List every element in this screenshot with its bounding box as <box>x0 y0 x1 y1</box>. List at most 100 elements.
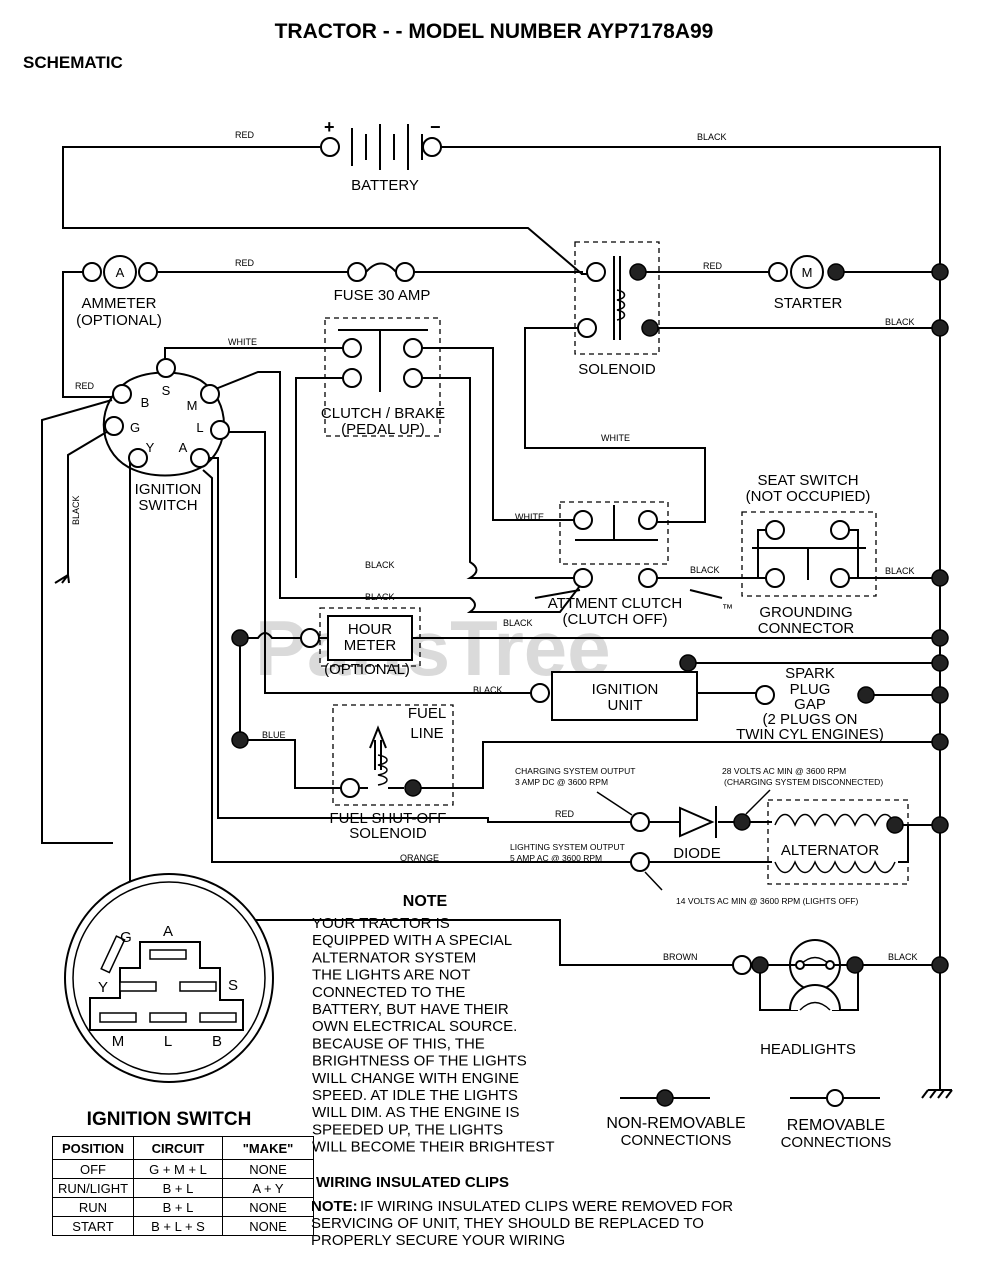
attment-clutch-off-label: (CLUTCH OFF) <box>563 611 668 628</box>
grounding-connector-label: GROUNDING <box>759 604 852 621</box>
battery-positive-label: + <box>324 117 335 137</box>
note-line: EQUIPPED WITH A SPECIAL <box>312 932 512 949</box>
wire-label-blue: BLUE <box>262 730 286 740</box>
page-subtitle: SCHEMATIC <box>23 53 123 72</box>
table-row: START B + L + S NONE <box>52 1216 314 1236</box>
ammeter-label: AMMETER <box>82 295 157 312</box>
legend-removable-label: REMOVABLE <box>787 1117 885 1134</box>
table-cell: NONE <box>222 1159 314 1179</box>
note-line: THE LIGHTS ARE NOT <box>312 967 470 984</box>
table-cell: B + L <box>133 1197 223 1217</box>
ign-face-m: M <box>112 1033 125 1050</box>
clutch-brake-switch: CLUTCH / BRAKE (PEDAL UP) <box>321 317 445 438</box>
table-cell: OFF <box>52 1159 134 1179</box>
table-cell: B + L + S <box>133 1216 223 1236</box>
volts28-note: (CHARGING SYSTEM DISCONNECTED) <box>724 777 883 787</box>
ignition-switch-title: IGNITION SWITCH <box>87 1109 252 1130</box>
table-row: OFF G + M + L NONE <box>52 1159 314 1179</box>
wire-label-black-headlights: BLACK <box>888 952 918 962</box>
diode: DIODE <box>630 806 751 862</box>
note-line: WILL DIM. AS THE ENGINE IS <box>312 1104 520 1121</box>
ignition-unit-label: IGNITION <box>592 681 659 698</box>
wire-label-white-s: WHITE <box>228 337 257 347</box>
note-line: BATTERY, BUT HAVE THEIR <box>312 1001 509 1018</box>
wire-label-red-starter: RED <box>703 261 723 271</box>
table-header-make: "MAKE" <box>222 1136 314 1160</box>
hour-meter-label-2: METER <box>344 637 397 654</box>
clips-note-label: NOTE: <box>311 1198 358 1215</box>
battery-label: BATTERY <box>351 177 419 194</box>
note-line: ALTERNATOR SYSTEM <box>312 949 476 966</box>
ignition-unit: IGNITION UNIT <box>530 671 698 721</box>
fuel-solenoid-label: FUEL SHUT-OFF <box>330 810 447 827</box>
wire-label-white-clutch: WHITE <box>515 512 544 522</box>
table-row: RUN B + L NONE <box>52 1197 314 1217</box>
battery-negative-label: − <box>430 117 441 137</box>
wire-label-white-solenoid: WHITE <box>601 433 630 443</box>
table-cell: NONE <box>222 1216 314 1236</box>
ign-face-l: L <box>164 1033 172 1050</box>
table-cell: NONE <box>222 1197 314 1217</box>
wire-label-black: BLACK <box>697 132 727 142</box>
table-cell: RUN/LIGHT <box>52 1178 134 1198</box>
wire-label-black-seat: BLACK <box>690 565 720 575</box>
terminal-l: L <box>196 420 203 435</box>
ign-face-a: A <box>163 923 173 940</box>
ignition-switch-face: A G Y S M L B <box>64 873 274 1083</box>
volts14-label: 14 VOLTS AC MIN @ 3600 RPM (LIGHTS OFF) <box>676 896 858 906</box>
ign-face-g: G <box>120 929 132 946</box>
legend: NON-REMOVABLE CONNECTIONS REMOVABLE CONN… <box>606 1089 892 1151</box>
table-cell: A + Y <box>222 1178 314 1198</box>
note-line: OWN ELECTRICAL SOURCE. <box>312 1018 517 1035</box>
headlights-label: HEADLIGHTS <box>760 1041 856 1058</box>
note-line: YOUR TRACTOR IS <box>312 915 450 932</box>
wire-label-black-attment: BLACK <box>503 618 533 628</box>
wire-label-orange: ORANGE <box>400 853 439 863</box>
wire-label-red-diode: RED <box>555 809 575 819</box>
starter-motor: M STARTER <box>768 255 845 312</box>
note-line: CONNECTED TO THE <box>312 984 465 1001</box>
note-line: SPEED. AT IDLE THE LIGHTS <box>312 1087 518 1104</box>
wire-label-black-clutch: BLACK <box>365 560 395 570</box>
note-line: SPEEDED UP, THE LIGHTS <box>312 1121 503 1138</box>
ignition-switch-label: IGNITION <box>135 481 202 498</box>
seat-switch-state-label: (NOT OCCUPIED) <box>746 488 871 505</box>
terminal-y: Y <box>146 440 155 455</box>
watermark-tm: ™ <box>722 603 733 615</box>
diode-label: DIODE <box>673 845 721 862</box>
clutch-brake-pedal-label: (PEDAL UP) <box>341 421 425 438</box>
clips-heading: WIRING INSULATED CLIPS <box>316 1174 509 1191</box>
legend-non-removable-dot <box>656 1089 674 1107</box>
note-line: BECAUSE OF THIS, THE <box>312 1035 485 1052</box>
wire-label-black-solenoid: BLACK <box>885 317 915 327</box>
table-cell: START <box>52 1216 134 1236</box>
lighting-output-connector <box>630 852 650 872</box>
legend-removable-label-2: CONNECTIONS <box>781 1134 892 1151</box>
clips-note-line-1: IF WIRING INSULATED CLIPS WERE REMOVED F… <box>360 1198 733 1215</box>
charging-output-value: 3 AMP DC @ 3600 RPM <box>515 777 608 787</box>
seat-switch-label: SEAT SWITCH <box>757 472 858 489</box>
lighting-output-value: 5 AMP AC @ 3600 RPM <box>510 853 602 863</box>
fuel-solenoid-label-2: SOLENOID <box>349 825 427 842</box>
wire-label-black-ignition-unit: BLACK <box>473 685 503 695</box>
terminal-g: G <box>130 420 140 435</box>
ignition-switch-label-2: SWITCH <box>138 497 197 514</box>
grounding-connector-label-2: CONNECTOR <box>758 620 855 637</box>
volts28-label: 28 VOLTS AC MIN @ 3600 RPM <box>722 766 846 776</box>
ammeter: A AMMETER (OPTIONAL) <box>76 255 162 329</box>
headlights: HEADLIGHTS <box>732 939 864 1058</box>
note-line: WILL BECOME THEIR BRIGHTEST <box>312 1139 555 1156</box>
wire-label-black-ground-right: BLACK <box>885 566 915 576</box>
hour-meter-label: HOUR <box>348 621 392 638</box>
alternator-label: ALTERNATOR <box>781 842 880 859</box>
clutch-brake-label: CLUTCH / BRAKE <box>321 405 445 422</box>
wire-network <box>41 146 953 1099</box>
fuel-shutoff-solenoid: FUEL LINE FUEL SHUT-OFF SOLENOID <box>330 704 454 842</box>
spark-plug-note-2: TWIN CYL ENGINES) <box>736 726 884 743</box>
legend-non-removable-label-2: CONNECTIONS <box>621 1132 732 1149</box>
ignition-switch-schematic: S B M G L Y A IGNITION SWITCH <box>102 358 230 514</box>
fuel-line-label-2: LINE <box>410 725 443 742</box>
attachment-clutch-switch: ATTMENT CLUTCH (CLUTCH OFF) <box>534 501 723 628</box>
